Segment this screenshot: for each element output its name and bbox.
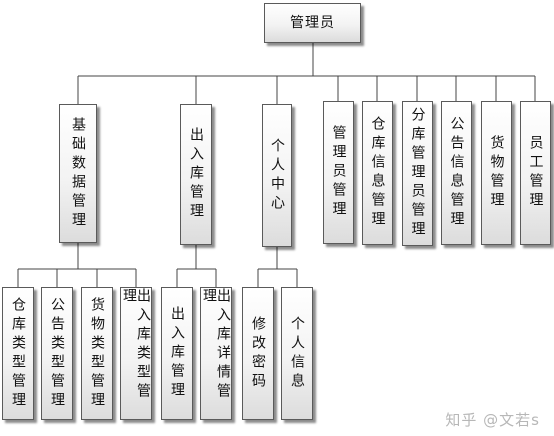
node-personal-center: 个人中心	[262, 104, 292, 247]
node-label: 货物类型管理	[89, 296, 105, 411]
node-label: 出入库管理	[188, 127, 204, 222]
node-warehouse-type: 仓库类型管理	[2, 287, 34, 420]
node-label: 管理员	[290, 15, 335, 31]
node-label: 货物管理	[488, 135, 505, 211]
node-notice-type: 公告类型管理	[41, 287, 73, 420]
node-label: 员工管理	[527, 135, 544, 211]
node-label: 出入库管理	[169, 306, 185, 401]
node-label: 出入库类型管理	[121, 288, 151, 402]
node-io-detail: 出入库详情管理	[200, 287, 232, 420]
node-label: 个人信息	[289, 315, 305, 392]
node-label: 分库管理员管理	[409, 107, 426, 240]
node-goods: 货物管理	[481, 101, 512, 245]
node-label: 个人中心	[269, 137, 285, 214]
node-base-data: 基础数据管理	[59, 104, 97, 243]
node-io-mgmt: 出入库管理	[161, 287, 193, 420]
node-label: 仓库信息管理	[369, 116, 386, 230]
node-label: 基础数据管理	[70, 116, 86, 231]
node-label: 公告信息管理	[448, 116, 465, 230]
node-personal-info: 个人信息	[281, 287, 313, 420]
node-goods-type: 货物类型管理	[81, 287, 113, 420]
node-label: 公告类型管理	[49, 296, 65, 411]
node-staff: 员工管理	[520, 101, 551, 245]
node-sub-warehouse-admin: 分库管理员管理	[402, 101, 433, 246]
node-label: 管理员管理	[330, 125, 347, 220]
node-stock-io: 出入库管理	[180, 104, 212, 245]
node-label: 仓库类型管理	[10, 296, 26, 411]
watermark: 知乎 @文若s	[445, 411, 540, 429]
node-change-password: 修改密码	[242, 287, 274, 420]
node-label: 修改密码	[250, 315, 266, 392]
node-io-type: 出入库类型管理	[120, 287, 152, 420]
node-notice-info: 公告信息管理	[441, 101, 472, 245]
node-admin-mgmt: 管理员管理	[323, 101, 354, 244]
node-warehouse-info: 仓库信息管理	[362, 101, 393, 245]
node-label: 出入库详情管理	[201, 288, 231, 402]
root-node-admin: 管理员	[264, 3, 361, 43]
